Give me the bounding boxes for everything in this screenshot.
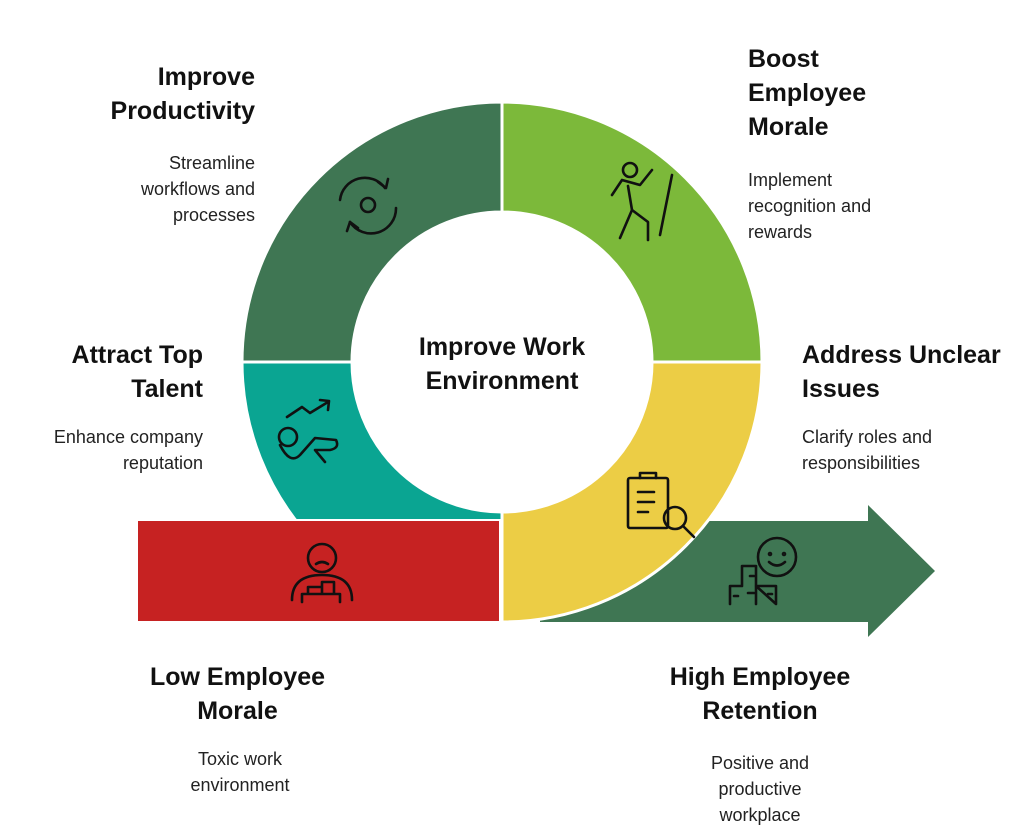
center-title: Improve Work Environment [418, 333, 586, 395]
gear-cycle-icon [338, 176, 398, 235]
stage-title: Address Unclear Issues [802, 341, 1001, 403]
start-title: Low Employee Morale [149, 663, 326, 725]
stage-desc: Streamline workflows and processes [140, 153, 255, 225]
sad-person-icon [290, 542, 354, 604]
segment-productivity [240, 100, 504, 364]
segment-issues [500, 360, 764, 624]
stage-desc: Enhance company reputation [53, 427, 203, 473]
end-desc: Positive and productive workplace [710, 753, 810, 825]
growth-person-icon [277, 398, 339, 464]
stage-desc: Clarify roles and responsibilities [802, 427, 933, 473]
stage-desc: Implement recognition and rewards [748, 170, 872, 242]
end-title: High Employee Retention [669, 663, 851, 725]
climbing-person-icon [610, 161, 674, 242]
segment-morale [500, 100, 764, 364]
start-desc: Toxic work environment [190, 749, 290, 795]
clipboard-search-icon [626, 471, 696, 539]
happy-building-icon [728, 536, 798, 606]
stage-title: Improve Productivity [110, 63, 255, 125]
stage-title: Attract Top Talent [71, 341, 203, 403]
stage-title: Boost Employee Morale [748, 45, 867, 141]
